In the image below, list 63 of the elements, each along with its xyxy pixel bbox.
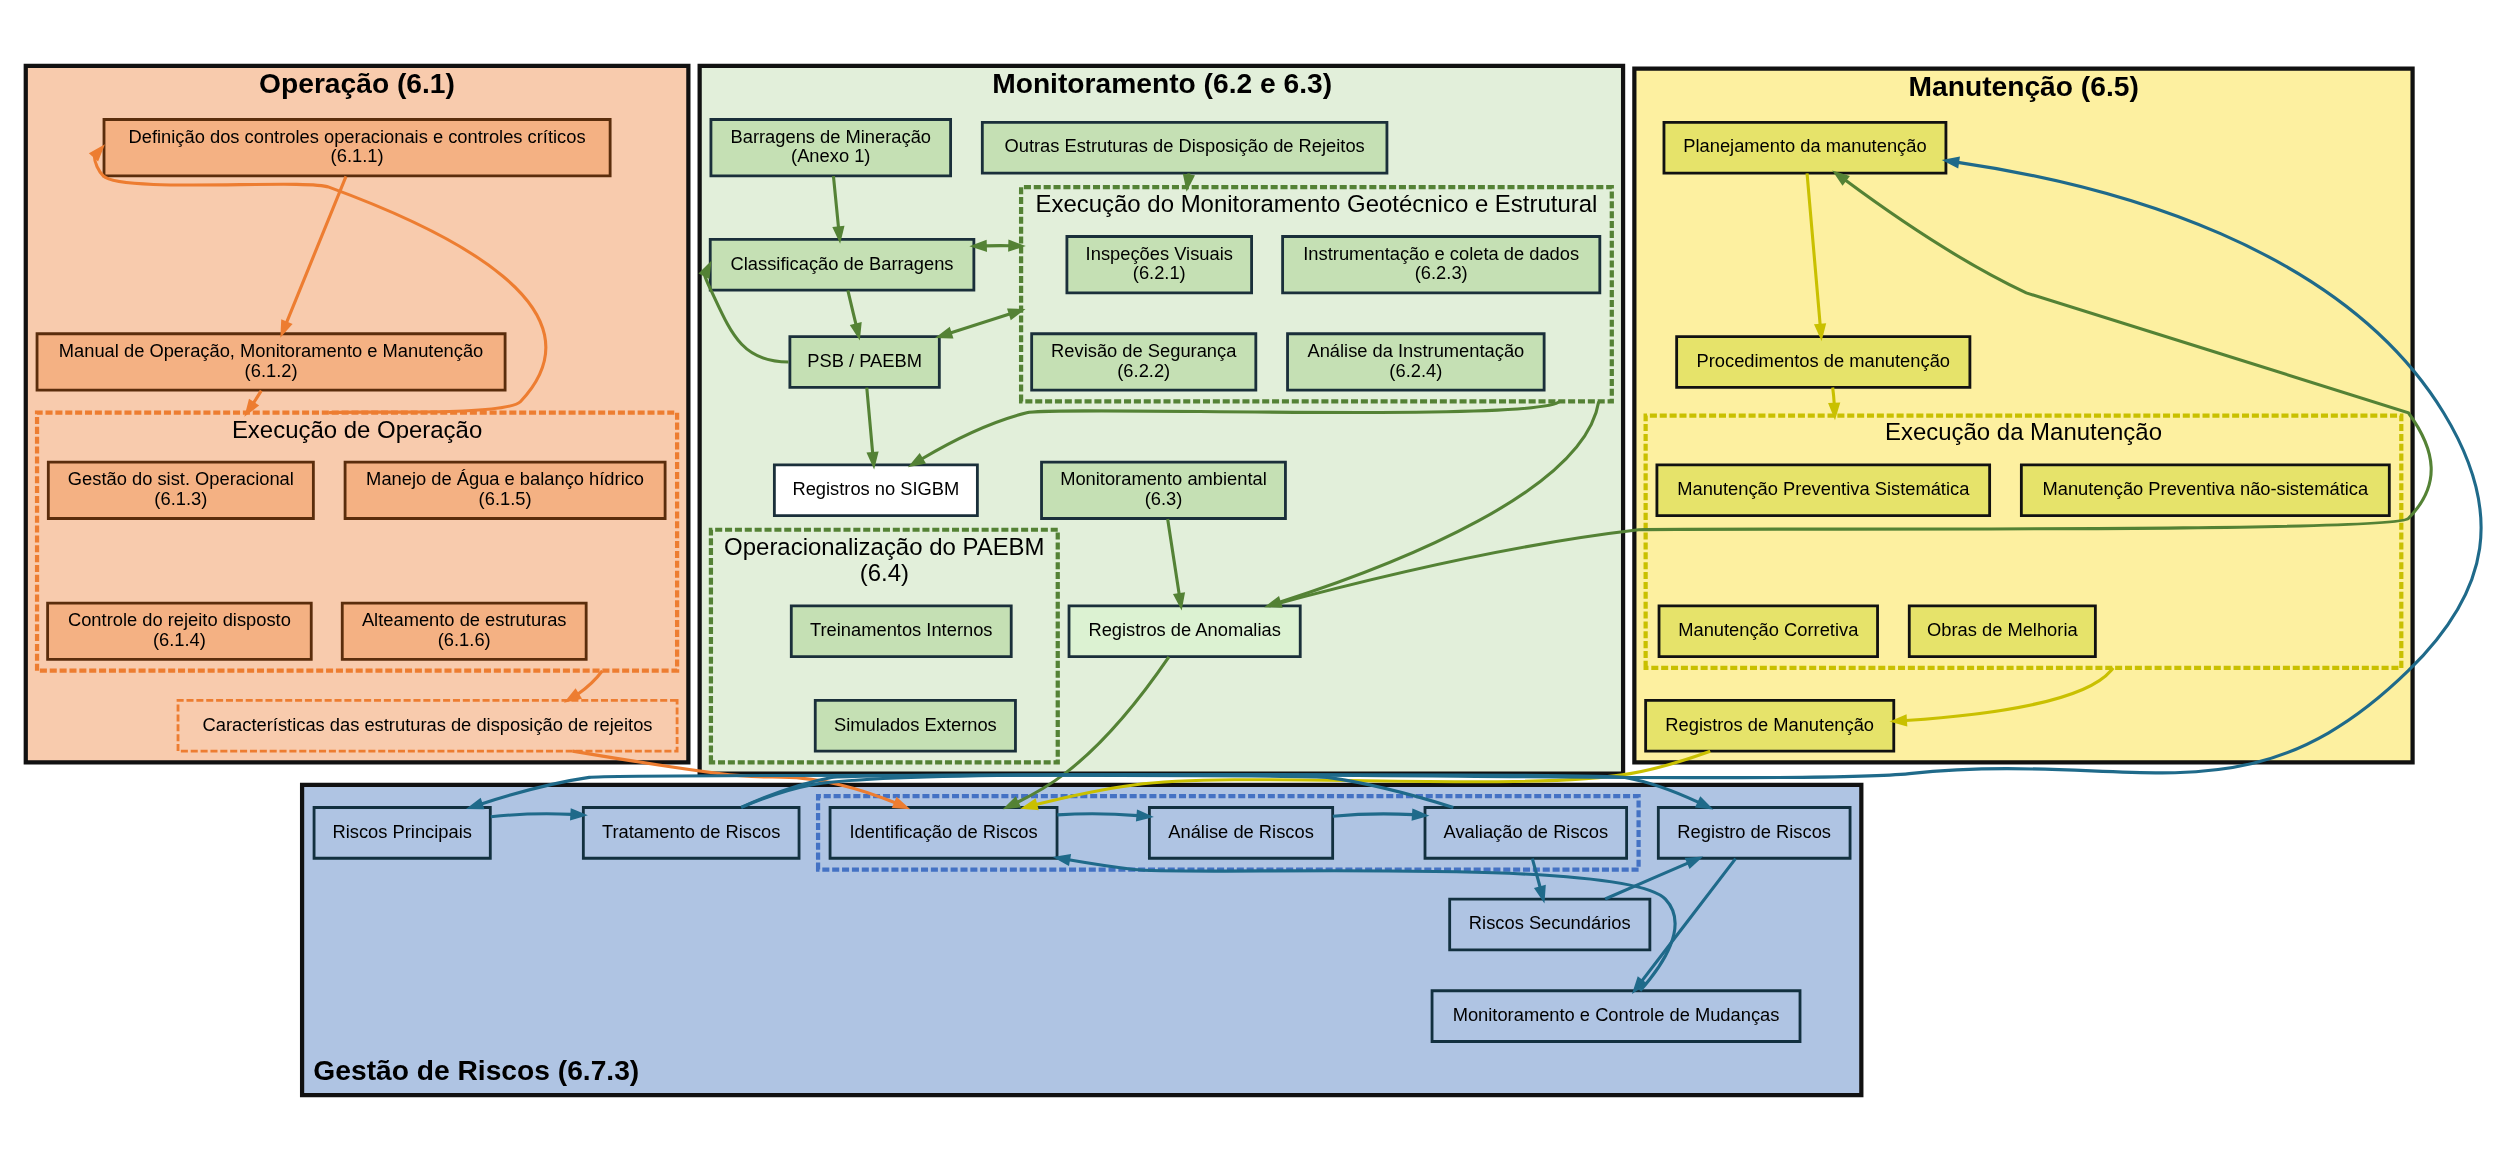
node-box: PSB / PAEBM (788, 334, 941, 389)
node-box: Manejo de Água e balanço hídrico (6.1.5) (343, 460, 667, 520)
node-box: Alteamento de estruturas (6.1.6) (340, 601, 588, 661)
node-box: Controle do rejeito disposto (6.1.4) (46, 601, 313, 661)
arrow (1332, 807, 1430, 821)
arrow (572, 749, 911, 809)
arrow (907, 399, 1561, 467)
arrow (740, 155, 2482, 809)
node-box: Inspeções Visuais (6.2.1) (1065, 234, 1253, 294)
node-box: Registro de Riscos (1656, 805, 1852, 860)
arrow (969, 239, 1026, 252)
node-box: Barragens de Mineração (Anexo 1) (709, 117, 952, 177)
arrow (280, 175, 348, 338)
node-box: Manutenção Preventiva não-sistemática (2019, 463, 2391, 517)
arrow (1805, 172, 1827, 341)
node-box: Manual de Operação, Monitoramento e Manutenção (6.1.2) (35, 331, 507, 392)
arrow (1530, 857, 1546, 903)
node-box: Tratamento de Riscos (581, 805, 801, 860)
arrow (1604, 855, 1704, 900)
node-box: Definição dos controles operacionais e controles críticos (6.1.1) (102, 117, 612, 177)
arrow (831, 175, 845, 244)
arrow (934, 307, 1026, 338)
arrow (1166, 518, 1186, 610)
node-box: Classificação de Barragens (708, 237, 976, 291)
node-box: Simulados Externos (813, 698, 1017, 752)
node-box: Análise da Instrumentação (6.2.4) (1286, 331, 1546, 392)
node-box: Planejamento da manutenção (1662, 120, 1948, 174)
node-box: Análise de Riscos (1147, 805, 1335, 860)
arrow (1057, 808, 1154, 822)
node-box: Riscos Principais (312, 805, 492, 860)
arrow (1828, 386, 1841, 420)
arrow (1020, 749, 1711, 810)
node-box: Características das estruturas de disposição de rejeitos (176, 698, 679, 752)
node-box: Obras de Melhoria (1907, 603, 2097, 658)
arrow (740, 772, 1714, 809)
arrow (1002, 655, 1171, 809)
node-box: Instrumentação e coleta de dados (6.2.3) (1281, 234, 1602, 294)
arrow (865, 386, 879, 469)
arrow (490, 807, 588, 820)
node-box: Gestão do sist. Operacional (6.1.3) (46, 460, 315, 520)
arrow (1052, 853, 1677, 992)
arrow (1268, 169, 2433, 607)
arrow (698, 259, 789, 364)
node-box: Registros de Anomalias (1067, 603, 1302, 658)
arrow (88, 143, 547, 414)
node-box: Registros no SIGBM (772, 463, 979, 517)
node-box: Manutenção Preventiva Sistemática (1655, 463, 1992, 517)
arrow (1631, 857, 1737, 994)
node-box: Riscos Secundários (1448, 897, 1652, 951)
node-box: Monitoramento e Controle de Mudanças (1430, 988, 1802, 1043)
node-box: Revisão de Segurança (6.2.2) (1030, 331, 1258, 392)
node-box: Registros de Manutenção (1644, 698, 1896, 752)
arrow (563, 669, 604, 703)
arrow (1889, 666, 2115, 727)
node-box: Identificação de Riscos (828, 805, 1059, 860)
arrow (465, 773, 1454, 809)
node-box: Treinamentos Internos (789, 603, 1013, 658)
arrow (846, 289, 862, 341)
node-box: Avaliação de Riscos (1423, 805, 1628, 860)
node-box: Monitoramento ambiental (6.3) (1040, 460, 1287, 520)
arrow (244, 389, 263, 417)
node-box: Manutenção Corretiva (1657, 603, 1879, 658)
node-box: Procedimentos de manutenção (1675, 334, 1972, 389)
